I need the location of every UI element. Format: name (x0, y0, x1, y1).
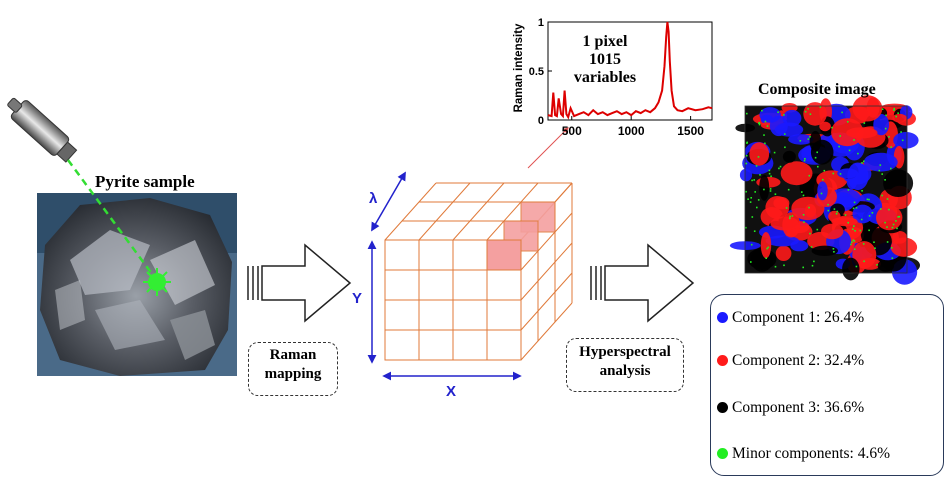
legend-item-minor: Minor components: 4.6% (717, 445, 890, 463)
sample-title: Pyrite sample (95, 172, 195, 191)
legend-dot (717, 355, 728, 366)
legend-label: Component 2: 32.4% (732, 352, 865, 369)
legend-item-component-2: Component 2: 32.4% (717, 352, 864, 370)
legend-dot (717, 312, 728, 323)
raman-mapping-line-2: mapping (264, 366, 322, 382)
spectrum-annotation-line-1: 1 pixel (583, 33, 628, 50)
legend-item-component-3: Component 3: 36.6% (717, 399, 864, 417)
y-tick-label: 1 (538, 17, 544, 29)
pixel-spectrum-connector (527, 127, 569, 169)
composite-title: Composite image (758, 81, 876, 98)
hyperspectral-line-1: Hyperspectral (579, 344, 671, 360)
composite-image (729, 95, 920, 285)
legend-label: Component 3: 36.6% (732, 399, 865, 416)
spectrum-annotation-line-2: 1015 (589, 51, 621, 68)
x-tick-label: 1000 (618, 124, 645, 138)
pyrite-sample-photo (37, 193, 237, 376)
spectrum-annotation-line-3: variables (574, 69, 636, 86)
process-arrow-2 (590, 243, 695, 323)
component-legend: Component 1: 26.4% Component 2: 32.4% Co… (710, 294, 944, 476)
cube-axes: λ Y X (352, 171, 522, 400)
legend-label: Minor components: 4.6% (732, 445, 890, 462)
legend-dot (717, 448, 728, 459)
spectrum-chart: Raman intensity 500 1000 1500 0 0.5 1 1 pixel… (513, 17, 713, 138)
x-tick-label: 1500 (677, 124, 704, 138)
hyperspectral-cube (384, 182, 573, 361)
raman-mapping-label: Raman mapping (248, 342, 338, 396)
laser-icon (7, 97, 171, 296)
y-tick-label: 0 (538, 115, 544, 127)
axis-x-label: X (446, 383, 456, 400)
x-tick-label: 500 (562, 124, 582, 138)
axis-lambda-label: λ (369, 190, 378, 207)
axis-y-label: Y (352, 290, 362, 307)
hyperspectral-analysis-label: Hyperspectral analysis (566, 338, 684, 392)
legend-item-component-1: Component 1: 26.4% (717, 309, 864, 327)
hyperspectral-line-2: analysis (599, 363, 651, 379)
selected-pixel (486, 239, 522, 271)
raman-mapping-line-1: Raman (269, 347, 317, 363)
legend-dot (717, 402, 728, 413)
spectrum-ylabel: Raman intensity (513, 23, 525, 112)
process-arrow-1 (247, 243, 352, 323)
spectrum-series-line (547, 21, 713, 120)
legend-label: Component 1: 26.4% (732, 309, 865, 326)
y-tick-label: 0.5 (529, 66, 544, 78)
